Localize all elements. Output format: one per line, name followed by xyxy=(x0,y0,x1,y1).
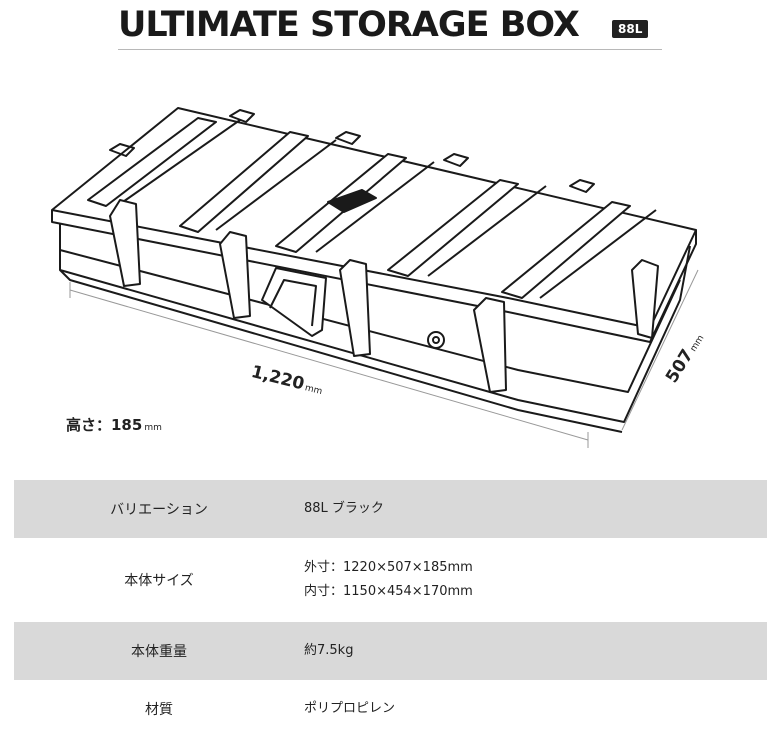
capacity-badge: 88L xyxy=(612,20,649,38)
spec-value: 88L ブラック xyxy=(304,497,767,521)
title-divider xyxy=(118,49,662,50)
spec-label: バリエーション xyxy=(110,502,208,518)
spec-row-material: 材質 ポリプロピレン xyxy=(14,680,767,738)
spec-value: ポリプロピレン xyxy=(304,697,767,721)
spec-row-weight: 本体重量 約7.5kg xyxy=(14,622,767,680)
spec-value: 約7.5kg xyxy=(304,639,767,663)
height-unit: mm xyxy=(144,423,162,433)
spec-value-line: 外寸：1220×507×185mm xyxy=(304,560,473,575)
spec-row-variation: バリエーション 88L ブラック xyxy=(14,480,767,538)
spec-row-size: 本体サイズ 外寸：1220×507×185mm 内寸：1150×454×170m… xyxy=(14,538,767,622)
header: ULTIMATE STORAGE BOX 88L xyxy=(0,0,784,54)
spec-value-line: 内寸：1150×454×170mm xyxy=(304,584,473,599)
length-unit: mm xyxy=(303,383,324,398)
height-value: 高さ：185 xyxy=(66,416,143,434)
spec-value: 外寸：1220×507×185mm 内寸：1150×454×170mm xyxy=(304,556,767,604)
spec-label: 本体サイズ xyxy=(124,573,194,589)
spec-label: 材質 xyxy=(145,702,173,718)
spec-value-line: 約7.5kg xyxy=(304,643,354,658)
spec-value-line: 88L ブラック xyxy=(304,501,384,516)
spec-value-line: ポリプロピレン xyxy=(304,701,396,716)
spec-table: バリエーション 88L ブラック 本体サイズ 外寸：1220×507×185mm… xyxy=(14,480,767,738)
spec-label: 本体重量 xyxy=(131,644,187,660)
page-title: ULTIMATE STORAGE BOX xyxy=(118,5,580,45)
storage-box-illustration xyxy=(51,107,699,448)
